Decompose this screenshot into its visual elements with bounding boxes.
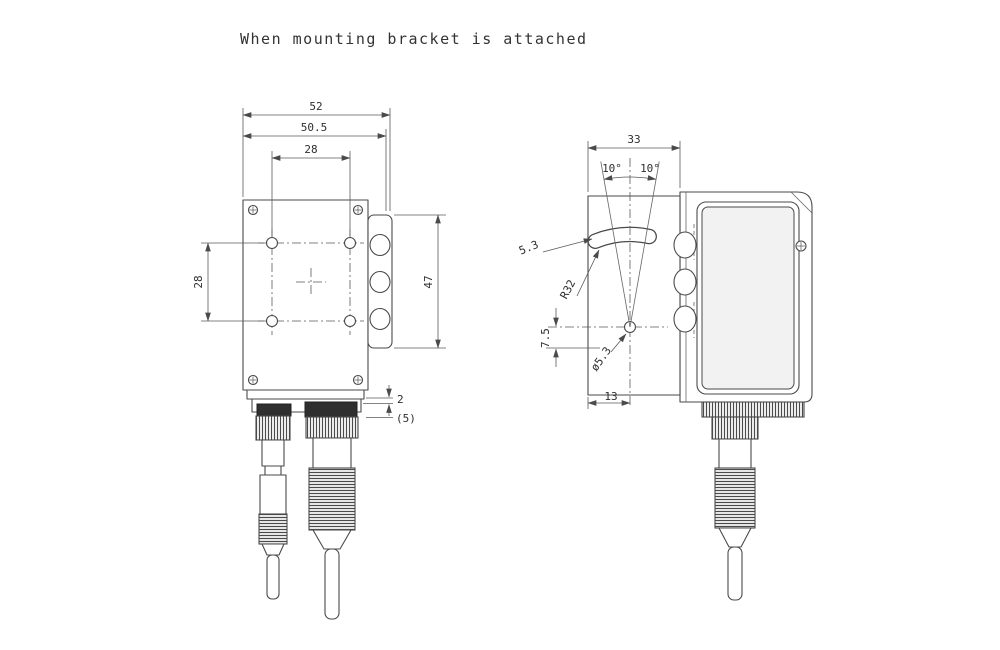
- dim-bracket-width: 50.5: [301, 121, 328, 134]
- dim-bracket-height: 47: [422, 275, 435, 288]
- side-bracket-fingers: [673, 231, 697, 333]
- dim-angle-right: 10°: [640, 162, 660, 175]
- corner-screw: [247, 374, 259, 386]
- mounting-hole: [343, 314, 357, 328]
- corner-screw: [352, 204, 364, 216]
- front-connector-right: [305, 416, 359, 620]
- front-bracket-plate: [242, 199, 369, 391]
- dim-slot-width: 5.3: [517, 238, 540, 257]
- bracket-finger: [673, 231, 697, 259]
- side-bracket-plate: [548, 158, 681, 408]
- side-sensor-body: [679, 191, 813, 403]
- connector-base-left: [256, 403, 292, 417]
- ribbed-sleeve: [714, 467, 756, 529]
- side-dimensions: 33 10° 10° 5.3 R32 7.5 ø5.: [517, 133, 681, 409]
- dim-hole-pitch-h: 28: [304, 143, 317, 156]
- cable-side: [727, 546, 743, 601]
- knurled-nut: [255, 415, 291, 441]
- flange-slot: [369, 307, 391, 331]
- front-bottom-housing: [246, 389, 365, 418]
- knurled-nut: [711, 416, 759, 440]
- corner-screw: [352, 374, 364, 386]
- dim-pivot-height: 7.5: [539, 328, 552, 348]
- front-connector-left: [255, 415, 291, 600]
- side-connector: [701, 401, 805, 601]
- connector-base-right: [304, 401, 358, 418]
- mounting-hole: [265, 314, 279, 328]
- dim-slot-radius: R32: [558, 278, 579, 302]
- flange-slot: [369, 233, 391, 257]
- knurled-band: [701, 401, 805, 418]
- dim-hole-pitch-v: 28: [192, 275, 205, 288]
- dim-outer-width: 52: [309, 100, 322, 113]
- drawing-title: When mounting bracket is attached: [240, 30, 588, 48]
- arc-slot: [588, 228, 656, 248]
- side-view: 33 10° 10° 5.3 R32 7.5 ø5.: [517, 133, 813, 601]
- cable-left: [266, 554, 280, 600]
- mounting-hole: [343, 236, 357, 250]
- dim-step: 2: [397, 393, 404, 406]
- strain-relief: [258, 513, 288, 545]
- bracket-finger: [673, 268, 697, 296]
- front-dimensions: 52 50.5 28 28 47: [192, 100, 446, 425]
- mounting-hole: [265, 236, 279, 250]
- flange-slot: [369, 270, 391, 294]
- side-screw: [795, 240, 807, 252]
- ribbed-sleeve: [308, 467, 356, 531]
- dim-step-ref: (5): [396, 412, 416, 425]
- front-view: 52 50.5 28 28 47: [192, 100, 446, 620]
- knurled-nut: [305, 416, 359, 439]
- front-bracket-flange: [367, 214, 393, 349]
- bracket-finger: [673, 305, 697, 333]
- chamfer-edge: [790, 191, 813, 214]
- cable-right: [324, 548, 340, 620]
- label-panel-inner: [701, 206, 795, 390]
- dim-pivot-offset: 13: [604, 390, 617, 403]
- dim-angle-left: 10°: [602, 162, 622, 175]
- corner-screw: [247, 204, 259, 216]
- dim-width: 33: [627, 133, 640, 146]
